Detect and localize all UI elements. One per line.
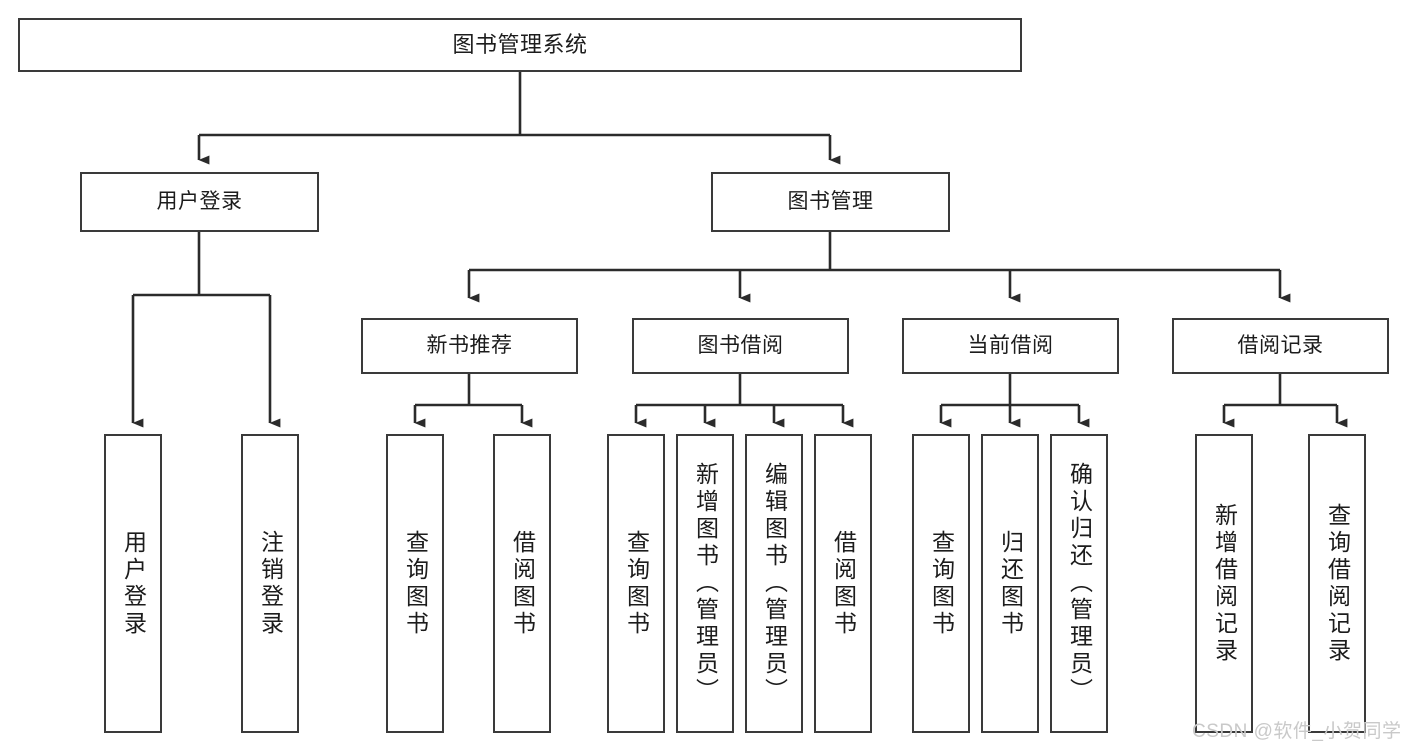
node-leaf-query-book-3-label: 查询图书 <box>928 529 955 638</box>
node-leaf-query-book-1[interactable]: 查询图书 <box>386 434 444 733</box>
node-leaf-user-login-label: 用户登录 <box>120 529 147 638</box>
node-root-label: 图书管理系统 <box>452 32 588 58</box>
node-leaf-query-book-2[interactable]: 查询图书 <box>607 434 665 733</box>
node-leaf-return-book[interactable]: 归还图书 <box>981 434 1039 733</box>
node-leaf-add-book-label: 新增图书（管理员） <box>692 462 719 705</box>
node-leaf-confirm-return-label: 确认归还（管理员） <box>1066 462 1093 705</box>
node-leaf-borrow-book-2-label: 借阅图书 <box>830 529 857 638</box>
node-leaf-query-book-3[interactable]: 查询图书 <box>912 434 970 733</box>
node-leaf-borrow-book-1[interactable]: 借阅图书 <box>493 434 551 733</box>
node-leaf-add-record[interactable]: 新增借阅记录 <box>1195 434 1253 733</box>
node-leaf-query-book-1-label: 查询图书 <box>402 529 429 638</box>
node-leaf-query-record-label: 查询借阅记录 <box>1324 502 1351 665</box>
node-leaf-edit-book[interactable]: 编辑图书（管理员） <box>745 434 803 733</box>
node-leaf-confirm-return[interactable]: 确认归还（管理员） <box>1050 434 1108 733</box>
node-leaf-user-login[interactable]: 用户登录 <box>104 434 162 733</box>
node-book-manage[interactable]: 图书管理 <box>711 172 950 232</box>
node-borrow-record-label: 借阅记录 <box>1237 333 1324 357</box>
node-book-borrow[interactable]: 图书借阅 <box>632 318 849 374</box>
node-leaf-add-book[interactable]: 新增图书（管理员） <box>676 434 734 733</box>
node-current-borrow-label: 当前借阅 <box>967 333 1054 357</box>
node-leaf-add-record-label: 新增借阅记录 <box>1211 502 1238 665</box>
node-new-book-recommend[interactable]: 新书推荐 <box>361 318 578 374</box>
watermark-text: CSDN @软件_小贺同学 <box>1192 721 1402 742</box>
node-leaf-logout-login-label: 注销登录 <box>257 529 284 638</box>
node-leaf-borrow-book-1-label: 借阅图书 <box>509 529 536 638</box>
node-root[interactable]: 图书管理系统 <box>18 18 1022 72</box>
node-user-login-label: 用户登录 <box>156 189 243 213</box>
node-leaf-logout-login[interactable]: 注销登录 <box>241 434 299 733</box>
node-leaf-borrow-book-2[interactable]: 借阅图书 <box>814 434 872 733</box>
node-leaf-query-book-2-label: 查询图书 <box>623 529 650 638</box>
node-leaf-return-book-label: 归还图书 <box>997 529 1024 638</box>
node-current-borrow[interactable]: 当前借阅 <box>902 318 1119 374</box>
node-book-borrow-label: 图书借阅 <box>697 333 784 357</box>
node-book-manage-label: 图书管理 <box>787 189 874 213</box>
node-borrow-record[interactable]: 借阅记录 <box>1172 318 1389 374</box>
node-new-book-recommend-label: 新书推荐 <box>426 333 513 357</box>
node-leaf-query-record[interactable]: 查询借阅记录 <box>1308 434 1366 733</box>
node-user-login[interactable]: 用户登录 <box>80 172 319 232</box>
node-leaf-edit-book-label: 编辑图书（管理员） <box>761 462 788 705</box>
